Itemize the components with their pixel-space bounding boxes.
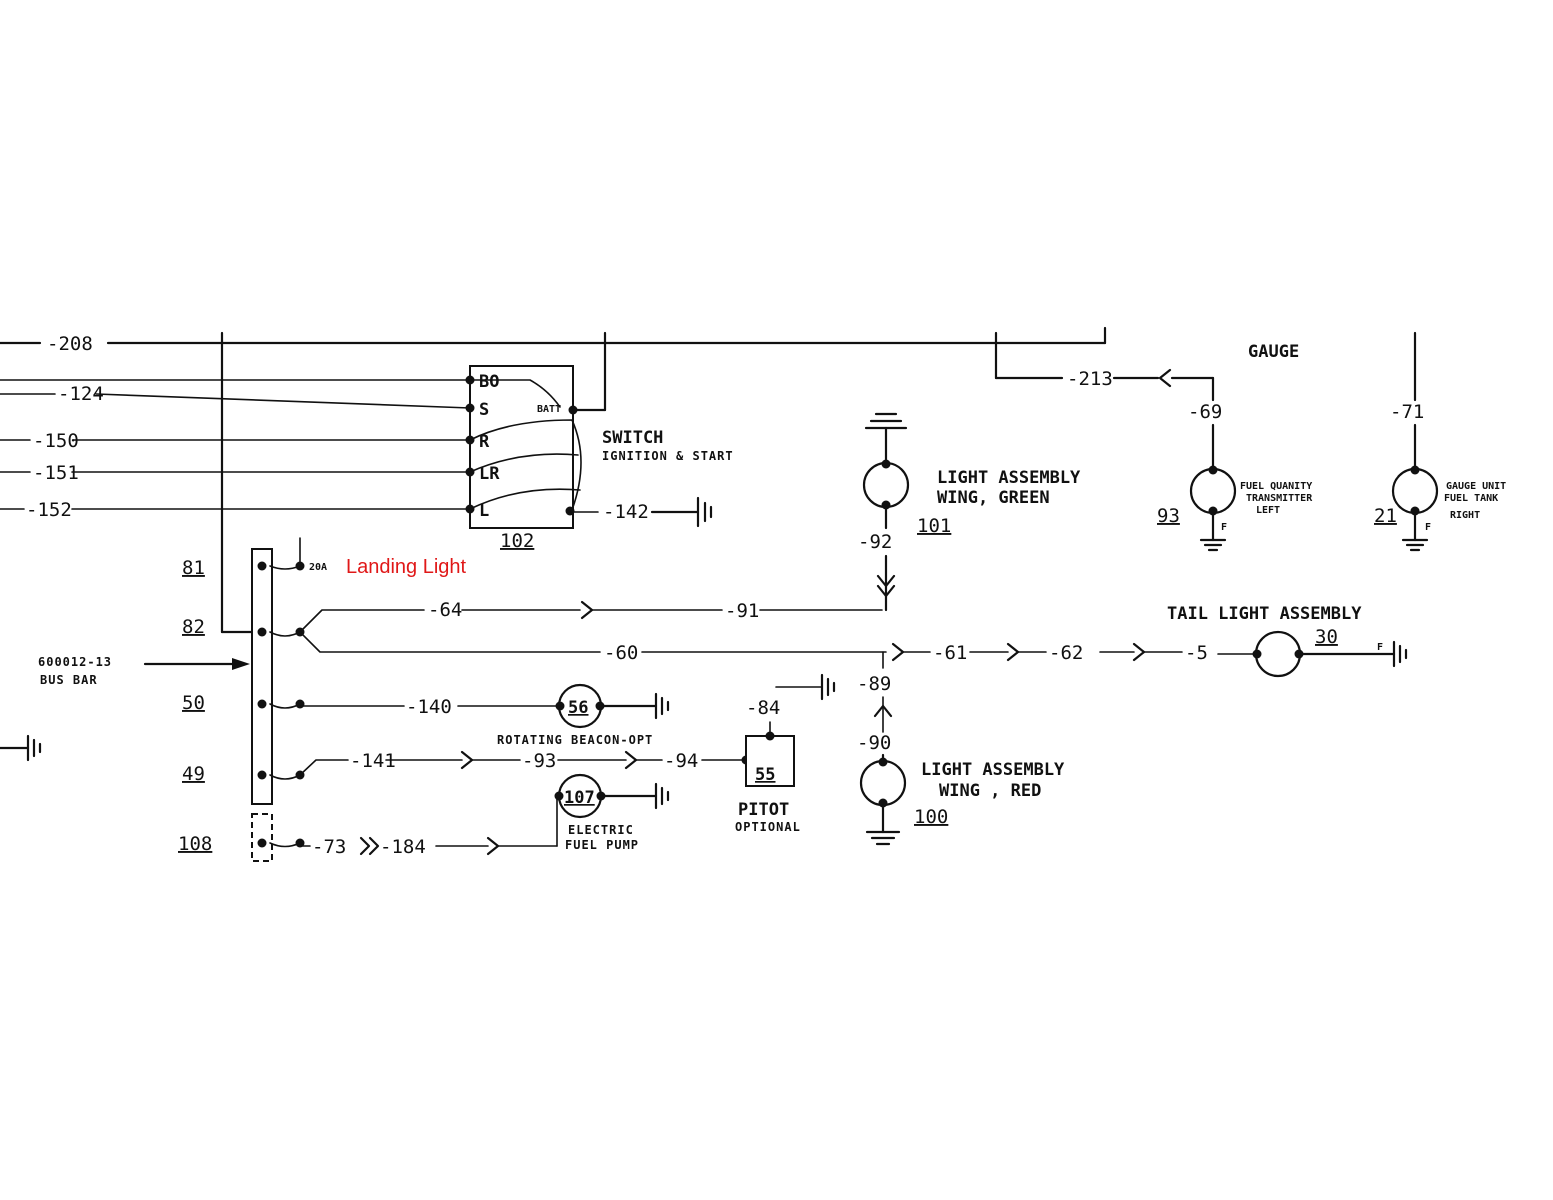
wire-label-124: -124 — [58, 383, 104, 405]
wire-label-64: -64 — [428, 599, 462, 621]
ground-left — [0, 734, 42, 762]
fuel-qty-line3: LEFT — [1256, 505, 1280, 516]
wire-label-152: -152 — [26, 499, 72, 521]
terminal-l: L — [479, 501, 489, 521]
gauge-unit-f: F — [1425, 522, 1431, 533]
fuel-qty-ref: 93 — [1157, 505, 1180, 527]
tail-light: F TAIL LIGHT ASSEMBLY 30 — [1167, 604, 1408, 678]
bus-bar: 600012-13 BUS BAR — [38, 548, 273, 862]
breaker-81: 81 — [182, 557, 205, 579]
wing-red-line1: LIGHT ASSEMBLY — [921, 760, 1065, 780]
ignition-switch: BO S R LR L BATT SWITCH IGNITION & START… — [465, 331, 734, 552]
wire-label-62: -62 — [1049, 642, 1083, 664]
fuel-pump-circuit: -73 -184 107 ELECTRIC FUEL PUMP — [269, 773, 670, 858]
wire-208: -208 — [0, 326, 1107, 355]
breaker-49: 49 — [182, 763, 205, 785]
wire-label-93: -93 — [522, 750, 556, 772]
breaker-50: 50 — [182, 692, 205, 714]
terminal-batt: BATT — [537, 404, 561, 415]
switch-ref: 102 — [500, 530, 534, 552]
switch-title: SWITCH — [602, 428, 663, 448]
wire-label-60: -60 — [604, 642, 638, 664]
wire-142: -142 — [572, 496, 713, 528]
beacon-label: ROTATING BEACON-OPT — [497, 733, 653, 747]
wire-label-142: -142 — [603, 501, 649, 523]
tail-light-ref: 30 — [1315, 626, 1338, 648]
wire-60-chain: -60 -61 -62 -5 — [299, 631, 1256, 664]
bus-bar-label: BUS BAR — [40, 673, 98, 687]
wire-150: -150 — [0, 430, 471, 452]
wire-label-94: -94 — [664, 750, 698, 772]
fuel-quantity-transmitter: -69 F FUEL QUANITY TRANSMITTER LEFT 93 — [1157, 401, 1313, 552]
wire-label-71: -71 — [1390, 401, 1424, 423]
breaker-rating: 20A — [309, 562, 327, 573]
fuel-qty-f: F — [1221, 522, 1227, 533]
tail-light-title: TAIL LIGHT ASSEMBLY — [1167, 604, 1362, 624]
gauge-unit-line2: FUEL TANK — [1444, 493, 1498, 504]
switch-subtitle: IGNITION & START — [602, 449, 734, 463]
pump-line2: FUEL PUMP — [565, 838, 639, 852]
gauge-unit-line3: RIGHT — [1450, 510, 1480, 521]
pump-ref: 107 — [564, 788, 595, 808]
wire-label-208: -208 — [47, 333, 93, 355]
wire-label-184: -184 — [380, 836, 426, 858]
wire-label-141: -141 — [350, 750, 396, 772]
wire-label-84: -84 — [746, 697, 780, 719]
wing-green-light: -92 LIGHT ASSEMBLY WING, GREEN 101 — [858, 412, 1081, 612]
terminal-lr: LR — [479, 464, 500, 484]
wire-label-91: -91 — [725, 600, 759, 622]
wire-label-140: -140 — [406, 696, 452, 718]
wing-red-ref: 100 — [914, 806, 948, 828]
fuel-qty-line2: TRANSMITTER — [1246, 493, 1313, 504]
bus-bar-part: 600012-13 — [38, 655, 112, 669]
wire-64-91: -64 -91 — [269, 599, 883, 637]
wire-label-151: -151 — [33, 462, 79, 484]
pitot-heat-circuit: -141 -93 -94 — [269, 750, 751, 780]
wing-green-line1: LIGHT ASSEMBLY — [937, 468, 1081, 488]
wing-red-line2: WING , RED — [939, 781, 1041, 801]
wing-green-line2: WING, GREEN — [937, 488, 1050, 508]
wire-label-213: -213 — [1067, 368, 1113, 390]
beacon-ref: 56 — [568, 698, 588, 718]
wire-151: -151 — [0, 462, 471, 484]
breaker-82: 82 — [182, 616, 205, 638]
wing-red-light: -89 -90 LIGHT ASSEMBLY WING , RED 100 — [857, 651, 1065, 846]
pitot-title: PITOT — [738, 800, 789, 820]
landing-light-annotation: Landing Light — [346, 556, 467, 578]
gauge-label: GAUGE — [1248, 342, 1299, 362]
breaker-81-landing-light: 20A Landing Light — [269, 537, 467, 578]
tail-f: F — [1377, 642, 1383, 653]
gauge-unit-ref: 21 — [1374, 505, 1397, 527]
terminal-s: S — [479, 400, 489, 420]
fuel-qty-line1: FUEL QUANITY — [1240, 481, 1312, 492]
terminal-r: R — [479, 432, 490, 452]
breaker-108: 108 — [178, 833, 212, 855]
wire-label-92: -92 — [858, 531, 892, 553]
wire-label-90: -90 — [857, 732, 891, 754]
wing-green-ref: 101 — [917, 515, 951, 537]
pump-line1: ELECTRIC — [568, 823, 634, 837]
rotating-beacon-circuit: -140 56 ROTATING BEACON-OPT — [269, 683, 670, 747]
wire-213: -213 — [994, 331, 1215, 402]
wire-152: -152 — [0, 499, 471, 521]
pitot-heater: 55 PITOT OPTIONAL -84 — [735, 673, 836, 834]
gauge-unit-line1: GAUGE UNIT — [1446, 481, 1506, 492]
wire-label-89: -89 — [857, 673, 891, 695]
wire-label-69: -69 — [1188, 401, 1222, 423]
pitot-subtitle: OPTIONAL — [735, 820, 801, 834]
wire-label-150: -150 — [33, 430, 79, 452]
wire-label-61: -61 — [933, 642, 967, 664]
wire-124: -124 — [0, 383, 471, 409]
wire-label-5: -5 — [1185, 642, 1208, 664]
pitot-ref: 55 — [755, 765, 775, 785]
gauge-unit-right: -71 F GAUGE UNIT FUEL TANK RIGHT 21 — [1374, 401, 1506, 552]
terminal-bo: BO — [479, 372, 499, 392]
wire-label-73: -73 — [312, 836, 346, 858]
